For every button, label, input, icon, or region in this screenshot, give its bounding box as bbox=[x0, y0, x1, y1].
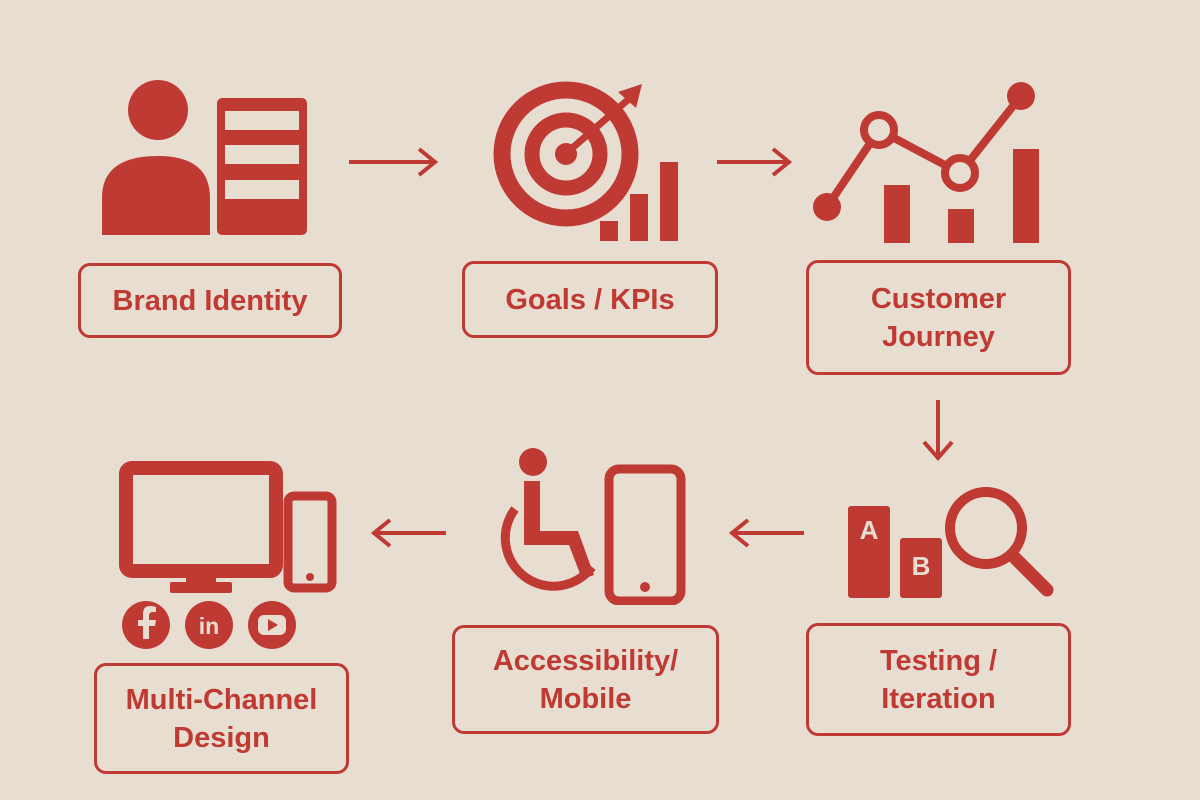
step-label-line1: Testing / bbox=[879, 644, 998, 677]
line-bar-chart-icon bbox=[812, 78, 1044, 244]
arrow-left-icon bbox=[728, 517, 806, 549]
linkedin-icon: in bbox=[185, 601, 233, 649]
arrow-right-icon bbox=[347, 146, 439, 178]
target-chart-icon bbox=[492, 78, 682, 243]
step-label-multi-channel-design: Multi-Channel Design bbox=[94, 663, 349, 774]
step-label-line2: Design bbox=[173, 721, 270, 754]
step-label-text: Brand Identity bbox=[112, 284, 308, 317]
ab-label-a: A bbox=[860, 515, 879, 545]
step-label-line2: Mobile bbox=[539, 682, 632, 715]
step-label-line1: Accessibility/ bbox=[492, 644, 679, 677]
ab-label-b: B bbox=[912, 551, 931, 581]
step-label-testing-iteration: Testing / Iteration bbox=[806, 623, 1071, 736]
step-label-line2: Iteration bbox=[881, 682, 996, 715]
step-label-brand-identity: Brand Identity bbox=[78, 263, 342, 338]
accessibility-mobile-icon bbox=[480, 445, 690, 605]
step-label-customer-journey: Customer Journey bbox=[806, 260, 1071, 375]
arrow-right-icon bbox=[715, 146, 793, 178]
brand-identity-icon bbox=[98, 80, 310, 235]
arrow-left-icon bbox=[370, 517, 448, 549]
step-label-accessibility-mobile: Accessibility/ Mobile bbox=[452, 625, 719, 734]
ab-test-magnifier-icon: A B bbox=[844, 476, 1056, 600]
step-label-line2: Journey bbox=[882, 320, 995, 353]
linkedin-label: in bbox=[199, 613, 219, 639]
step-label-line1: Multi-Channel bbox=[125, 683, 318, 716]
step-label-line1: Customer bbox=[870, 282, 1007, 315]
facebook-icon bbox=[122, 601, 170, 649]
step-label-goals-kpis: Goals / KPIs bbox=[462, 261, 718, 338]
arrow-down-icon bbox=[918, 398, 958, 462]
step-label-text: Goals / KPIs bbox=[505, 283, 675, 316]
multi-device-icon: in bbox=[118, 460, 340, 652]
youtube-icon bbox=[248, 601, 296, 649]
